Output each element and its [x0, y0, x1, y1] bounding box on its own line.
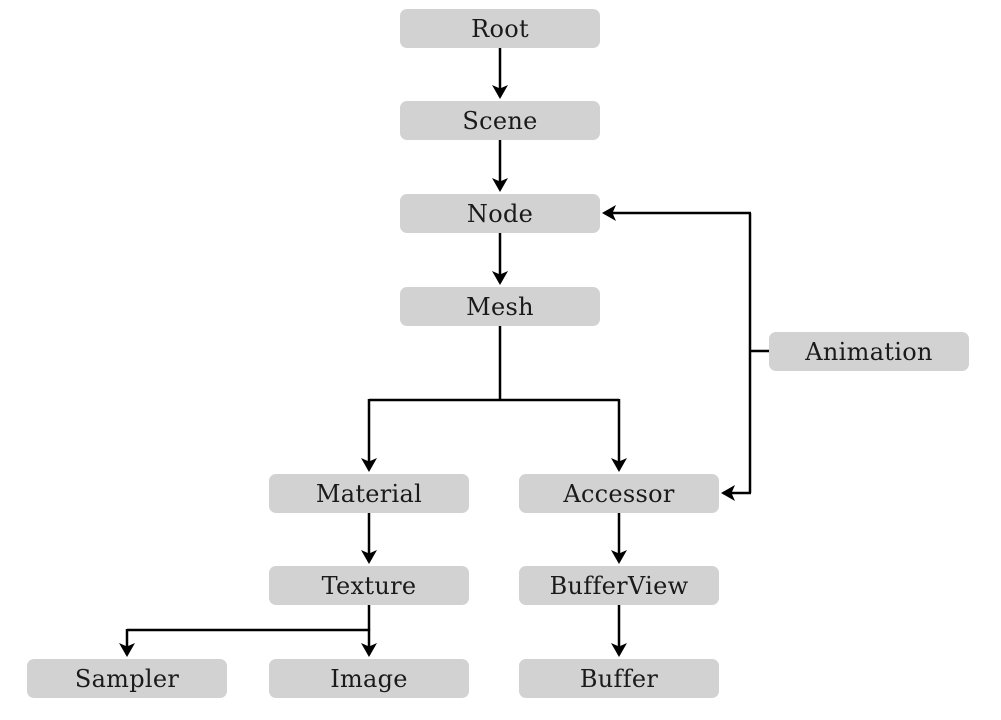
node-animation: Animation: [769, 332, 969, 371]
node-mesh: Mesh: [400, 287, 600, 326]
node-material: Material: [269, 474, 469, 513]
node-sampler: Sampler: [27, 659, 227, 698]
node-accessor: Accessor: [519, 474, 719, 513]
node-image: Image: [269, 659, 469, 698]
node-texture: Texture: [269, 566, 469, 605]
node-root: Root: [400, 9, 600, 48]
node-node: Node: [400, 194, 600, 233]
node-bufferview: BufferView: [519, 566, 719, 605]
node-buffer: Buffer: [519, 659, 719, 698]
node-scene: Scene: [400, 101, 600, 140]
